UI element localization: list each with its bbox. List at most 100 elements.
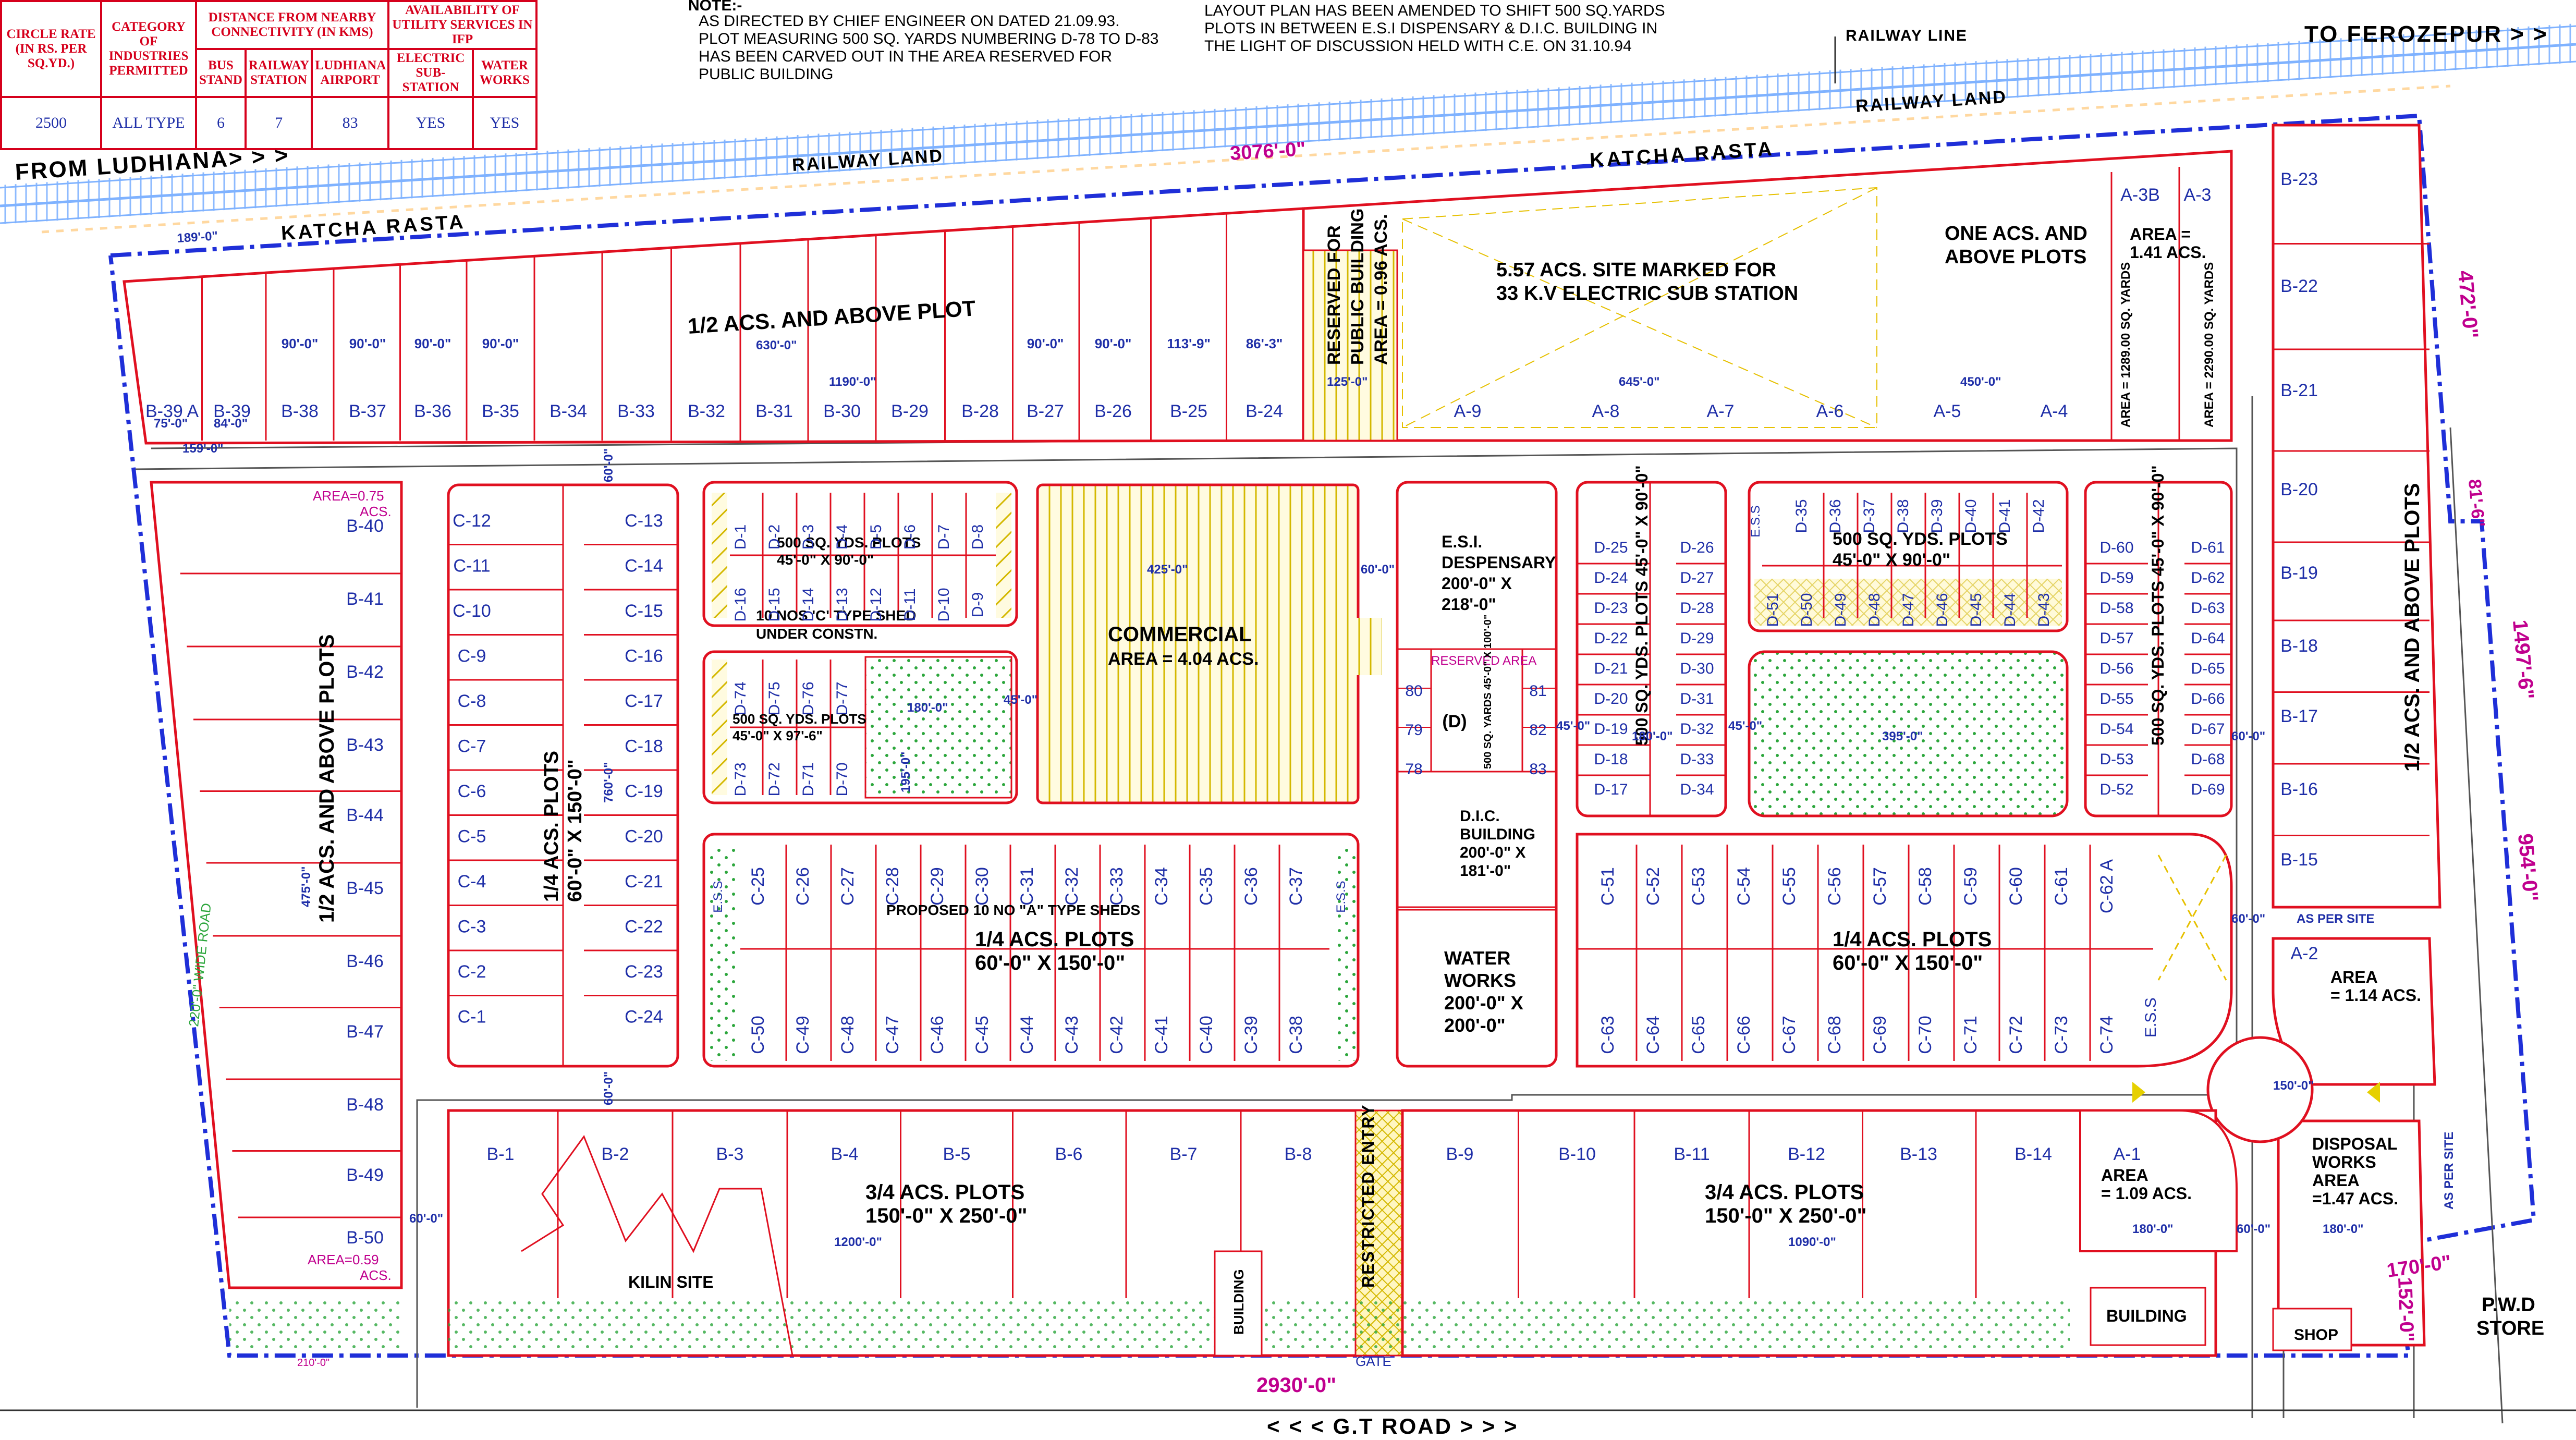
a1-area-line1: AREA [2101, 1166, 2148, 1185]
plot-b-39: B-39 [213, 401, 251, 421]
ess-label: E.S.S [2142, 997, 2159, 1038]
boundary-se-b-dim: 152'-0" [2394, 1277, 2418, 1343]
plot-c-3: C-3 [458, 917, 486, 937]
plot-d-42: D-42 [2030, 499, 2047, 533]
pwd-store-line1: P.W.D [2482, 1294, 2535, 1316]
plot-b-33: B-33 [617, 401, 655, 421]
plot-c-45: C-45 [972, 1016, 992, 1054]
one-acre-line2: ABOVE PLOTS [1945, 246, 2086, 268]
value-category: ALL TYPE [100, 96, 197, 150]
plot-d-23: D-23 [1594, 600, 1628, 617]
plot-d-71: D-71 [800, 762, 817, 796]
plot-d-80: 80 [1405, 682, 1422, 700]
header-distance-group: DISTANCE FROM NEARBY CONNECTIVITY (IN KM… [195, 0, 389, 50]
d500c-line1: 500 SQ. YDS. PLOTS [1833, 529, 2008, 549]
note1-line1: AS DIRECTED BY CHIEF ENGINEER ON DATED 2… [699, 13, 1119, 30]
boundary-nw-dim: 189'-0" [177, 229, 218, 246]
plot-d-61: D-61 [2191, 539, 2225, 556]
plot-d-69: D-69 [2191, 781, 2225, 798]
dim-630: 630'-0" [756, 338, 797, 352]
half-acre-east-label: 1/2 ACS. AND ABOVE PLOTS [2401, 483, 2424, 772]
plot-d-5: D-5 [868, 524, 885, 550]
dim-210: 210'-0" [297, 1357, 329, 1369]
commercial-line2: AREA = 4.04 ACS. [1108, 649, 1259, 669]
plot-d-78: 78 [1405, 761, 1422, 778]
three-q-right-line2: 150'-0" X 250'-0" [1705, 1204, 1866, 1227]
plot-b-14: B-14 [2015, 1144, 2052, 1164]
plot-d-29: D-29 [1680, 630, 1714, 647]
dim-b-top: 86'-3" [1246, 336, 1283, 351]
plot-b-2: B-2 [602, 1144, 629, 1164]
esi-line1: E.S.I. [1442, 532, 1482, 551]
plot-b-42: B-42 [346, 662, 384, 682]
plot-d-40: D-40 [1962, 499, 1980, 533]
plot-b-48: B-48 [346, 1095, 384, 1115]
plot-b-47: B-47 [346, 1022, 384, 1042]
header-railway-station: RAILWAY STATION [244, 48, 313, 98]
plot-c-38: C-38 [1286, 1016, 1306, 1054]
plot-b-5: B-5 [943, 1144, 971, 1164]
plot-b-37: B-37 [349, 401, 386, 421]
dim-425: 425'-0" [1147, 563, 1188, 577]
plot-c-25: C-25 [748, 867, 768, 906]
plot-d-14: D-14 [800, 588, 817, 621]
dim-60-a: 60'-0" [1361, 563, 1395, 577]
plot-d-27: D-27 [1680, 569, 1714, 587]
plot-c-28: C-28 [883, 867, 902, 906]
plot-d-56: D-56 [2099, 660, 2133, 677]
plot-b-35: B-35 [482, 401, 519, 421]
dim-60-c: 60'-0" [2231, 912, 2265, 926]
d500-vert-1: 500 SQ. YDS. PLOTS 45'-0" X 90'-0" [1632, 465, 1651, 746]
plot-d-59: D-59 [2099, 569, 2133, 587]
plot-c-32: C-32 [1062, 867, 1082, 906]
plot-c-31: C-31 [1017, 867, 1037, 906]
plot-b-30: B-30 [823, 401, 861, 421]
plot-b-36: B-36 [414, 401, 451, 421]
plot-d-64: D-64 [2191, 630, 2225, 647]
boundary-jog-dim: 81'-6" [2464, 478, 2488, 528]
d-block-e [2084, 481, 2233, 817]
plot-c-5: C-5 [458, 827, 486, 847]
plot-c-9: C-9 [458, 646, 486, 666]
plot-c-4: C-4 [458, 872, 486, 892]
header-airport: LUDHIANA AIRPORT [311, 48, 389, 98]
quarter-c-right-line1: 1/4 ACS. PLOTS [1833, 928, 1992, 951]
dim-45-c: 45'-0" [1728, 719, 1762, 733]
plot-c-70: C-70 [1915, 1016, 1935, 1054]
railway-tracks [0, 23, 2576, 234]
plot-c-14: C-14 [625, 556, 663, 576]
plot-b-50: B-50 [346, 1228, 384, 1248]
plot-d-62: D-62 [2191, 569, 2225, 587]
plot-c-59: C-59 [1961, 867, 1981, 906]
plot-b-49: B-49 [346, 1165, 384, 1185]
ess-tag-3: E.S.S [1749, 505, 1763, 537]
ess-tag-1: E.S.S [711, 881, 725, 912]
boundary-east-low-dim: 954'-0" [2513, 833, 2542, 902]
header-category: CATEGORY OF INDUSTRIES PERMITTED [100, 0, 197, 98]
header-utility-group: AVAILABILITY OF UTILITY SERVICES IN IFP [387, 0, 538, 50]
note2-line3: THE LIGHT OF DISCUSSION HELD WITH C.E. O… [1204, 38, 1632, 55]
katcha-rasta-label-east: KATCHA RASTA [1589, 138, 1775, 172]
plot-d-11: D-11 [901, 589, 919, 621]
plot-a-8: A-8 [1592, 401, 1620, 421]
dic-line3: 200'-0" X [1460, 844, 1525, 861]
dim-84: 84'-0" [214, 417, 248, 431]
plot-d-66: D-66 [2191, 690, 2225, 707]
plot-d-22: D-22 [1594, 630, 1628, 647]
plot-c-54: C-54 [1734, 867, 1754, 906]
c-mid-plot-block [702, 833, 1360, 1068]
plot-c-50: C-50 [748, 1016, 768, 1054]
restricted-entry-label: RESTRICTED ENTRY [1359, 1104, 1377, 1288]
plot-c-61: C-61 [2052, 867, 2071, 906]
plot-a-5: A-5 [1934, 401, 1961, 421]
dim-b-top: 113'-9" [1167, 336, 1211, 351]
a3b-size-label: AREA = 1289.00 SQ. YARDS [2119, 262, 2133, 428]
half-acre-west-label: 1/2 ACS. AND ABOVE PLOTS [315, 634, 338, 923]
plot-d-8: D-8 [969, 524, 986, 550]
plot-d-36: D-36 [1827, 499, 1844, 533]
dim-475: 475'-0" [299, 867, 313, 907]
note2-line2: PLOTS IN BETWEEN E.S.I DISPENSARY & D.I.… [1204, 20, 1657, 37]
plot-a2: A-2 [2291, 944, 2318, 963]
b40-area-line2: ACS. [360, 504, 392, 519]
a3-size-label: AREA = 2290.00 SQ. YARDS [2202, 262, 2216, 428]
